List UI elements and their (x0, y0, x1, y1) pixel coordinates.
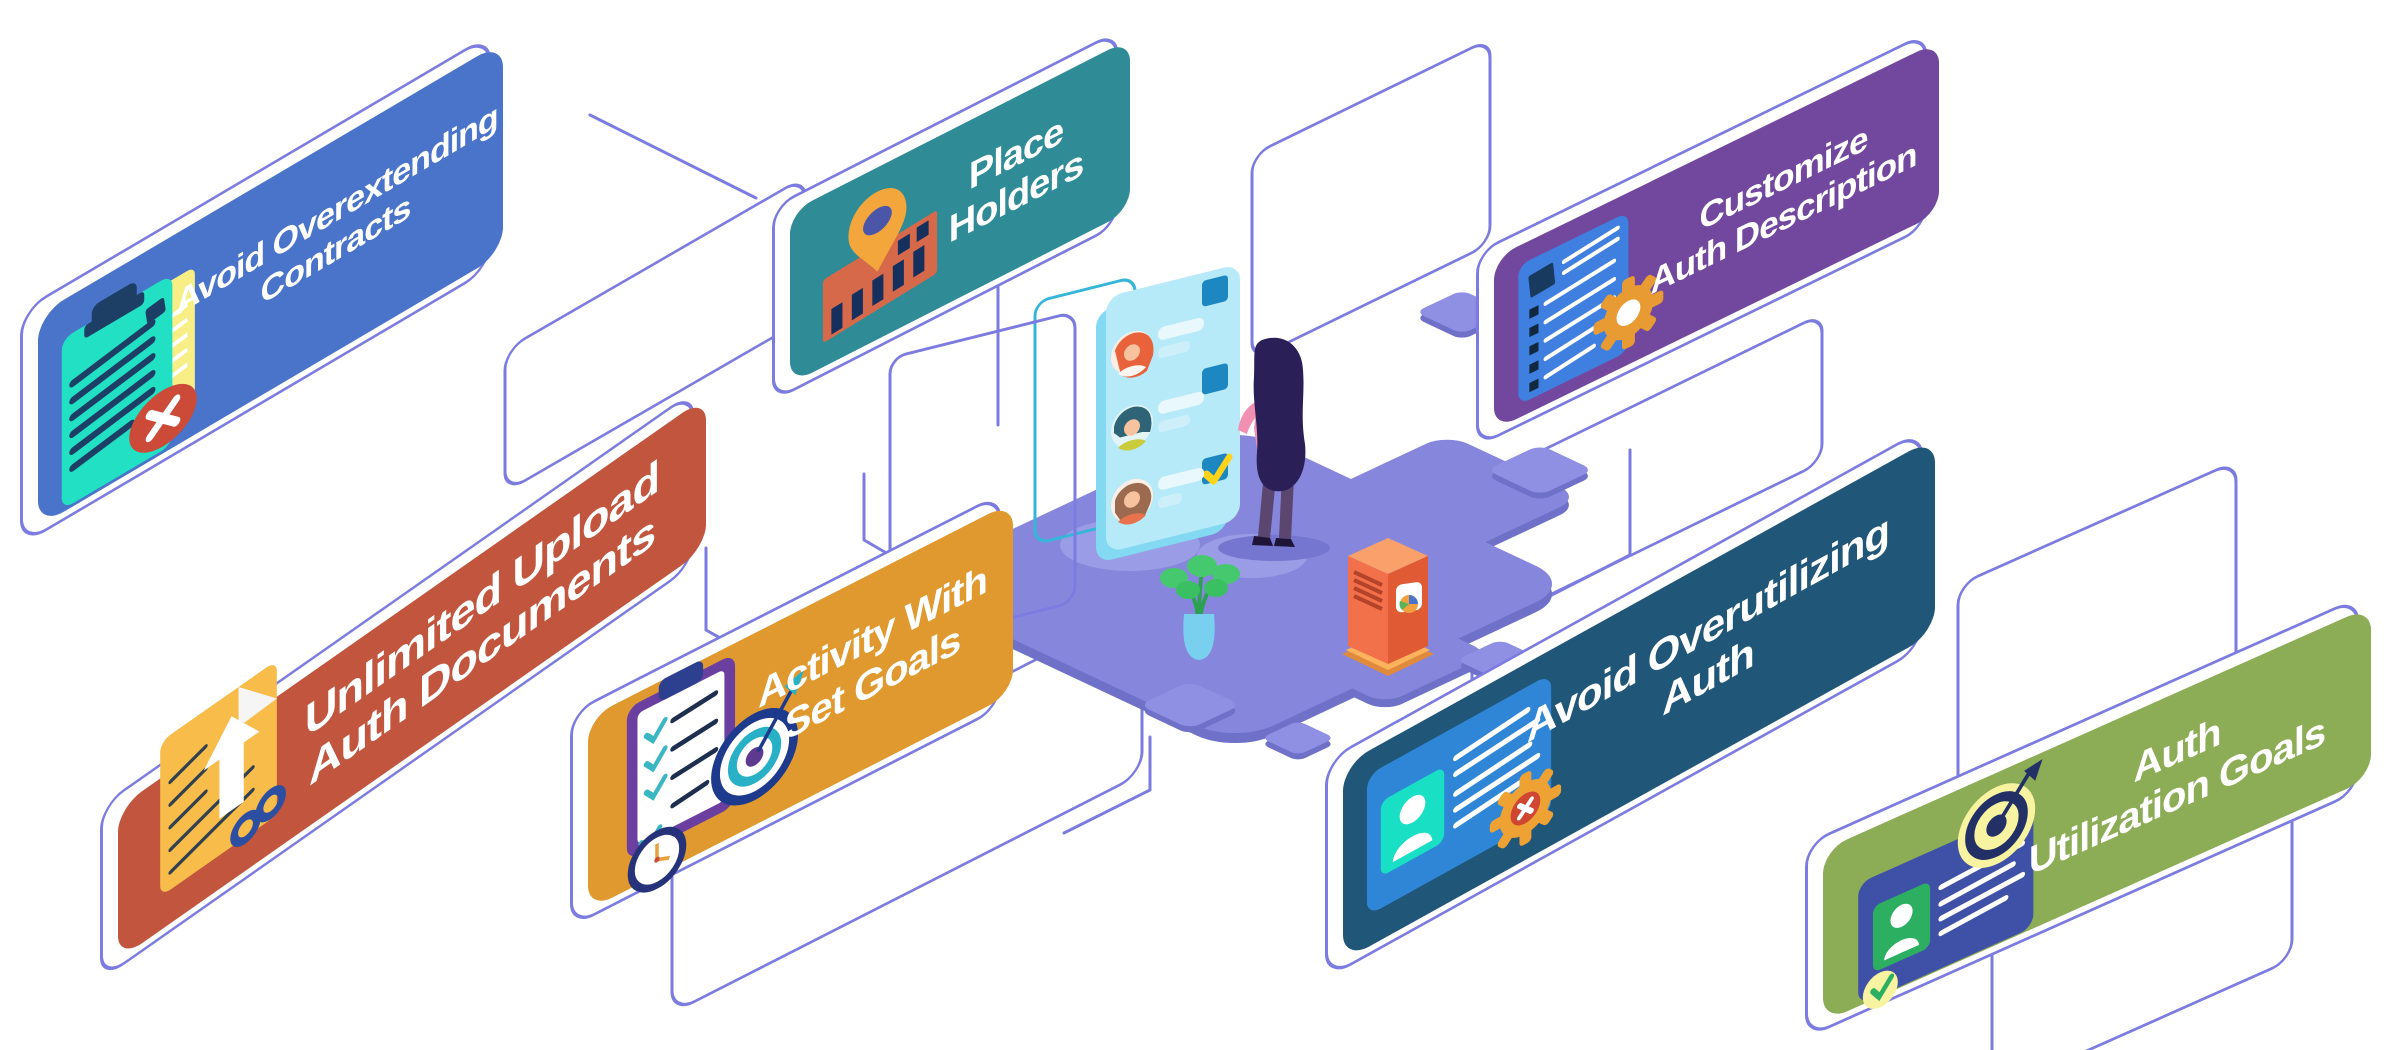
gear-error-icon (1489, 768, 1562, 849)
document-settings-icon (1518, 215, 1664, 401)
avatar (1111, 330, 1154, 378)
checkbox (1202, 363, 1228, 395)
avatar (1111, 478, 1153, 525)
location-building-icon (822, 188, 938, 342)
avatar (1111, 404, 1153, 451)
id-card-gear-error-icon (1366, 679, 1562, 911)
infinity-icon (230, 785, 286, 847)
target-icon (711, 669, 805, 806)
document-upload-infinity-icon (160, 665, 286, 892)
pie-chart-badge (1396, 582, 1422, 613)
checkbox (1202, 275, 1228, 307)
checkbox-checked (1202, 453, 1233, 485)
potted-plant (1160, 555, 1240, 660)
clock-icon (627, 826, 687, 893)
contract-rejected-icon (61, 269, 197, 506)
orange-kiosk (1342, 538, 1434, 676)
id-card-target-check-icon (1858, 758, 2043, 1009)
candidate-checklist-board (1096, 267, 1240, 560)
gear-icon (1593, 274, 1664, 351)
target-icon (1957, 758, 2043, 868)
check-badge-icon (1862, 970, 1898, 1009)
standing-woman (1218, 337, 1330, 561)
checklist-target-clock-icon (626, 657, 805, 893)
